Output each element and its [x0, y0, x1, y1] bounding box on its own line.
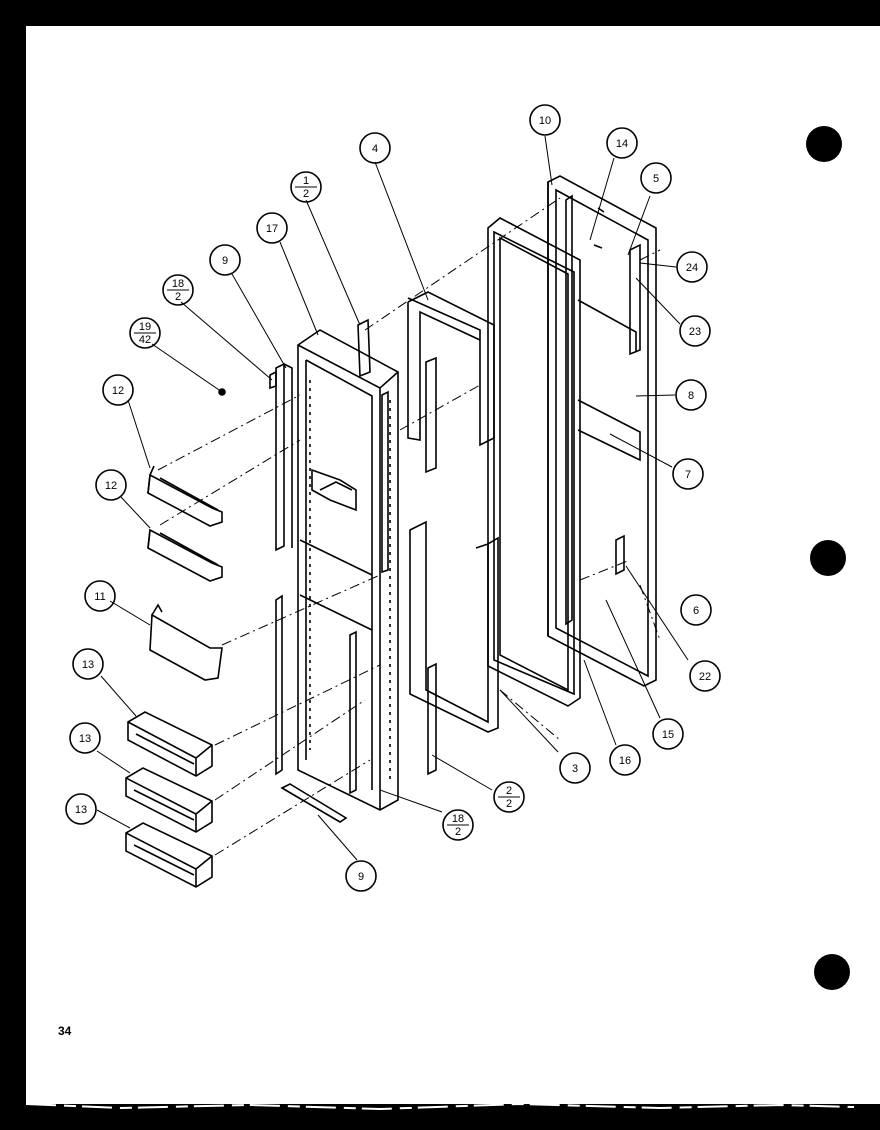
callout-15: 15	[662, 729, 674, 741]
callout-14: 14	[616, 138, 628, 150]
leader-lines	[96, 135, 689, 861]
callout-2-2-bottom: 2	[506, 798, 512, 810]
callout-13-bottom: 13	[75, 804, 87, 816]
callout-12-upper: 12	[112, 385, 124, 397]
callout-11: 11	[94, 591, 105, 603]
door-shelf-12-upper	[147, 465, 223, 527]
callout-23: 23	[689, 326, 701, 338]
trim-strip-9-lower	[275, 594, 283, 776]
hole-punch-middle	[810, 540, 846, 576]
callout-8: 8	[688, 390, 694, 402]
callout-18-2-lower-bottom: 2	[455, 826, 461, 838]
door-bin-13-top	[127, 711, 213, 777]
callout-3: 3	[572, 763, 578, 775]
door-liner-17	[297, 329, 399, 811]
hole-punch-bottom	[814, 954, 850, 990]
callout-10: 10	[539, 115, 551, 127]
strip-1-2	[357, 318, 371, 378]
callout-18-2-upper-bottom: 2	[175, 291, 181, 303]
callout-6: 6	[693, 605, 699, 617]
callout-1-2-top: 1	[303, 175, 309, 187]
callout-9-upper: 9	[222, 255, 228, 267]
callout-labels: 1 2 17 9 18 2 19 42 12 12 11 13 13 13 4 …	[75, 115, 711, 883]
callout-18-2-upper-top: 18	[172, 278, 184, 290]
scan-edge	[25, 1102, 855, 1111]
callout-4: 4	[372, 143, 378, 155]
callout-9-lower: 9	[358, 871, 364, 883]
callout-13-middle: 13	[79, 733, 91, 745]
door-bin-13-middle	[125, 767, 213, 833]
liner-rails	[349, 390, 389, 795]
door-gasket-frame-4	[407, 291, 499, 776]
door-bin-13-bottom	[125, 822, 213, 888]
trim-bar-9-bottom	[280, 783, 348, 823]
page-number: 34	[58, 1024, 72, 1038]
door-shelf-11	[149, 603, 223, 681]
callout-17: 17	[266, 223, 278, 235]
clip-18-2-top	[269, 370, 277, 390]
callout-19-42-top: 19	[139, 321, 151, 333]
callout-circles	[65, 104, 721, 892]
callout-7: 7	[685, 469, 691, 481]
hole-punch-top	[806, 126, 842, 162]
callout-5: 5	[653, 173, 659, 185]
callout-13-top: 13	[82, 659, 94, 671]
callout-18-2-lower-top: 18	[452, 813, 464, 825]
callout-16: 16	[619, 755, 631, 767]
callout-19-42-bottom: 42	[139, 334, 151, 346]
callout-12-lower: 12	[105, 480, 117, 492]
callout-22: 22	[699, 671, 711, 683]
callout-1-2-bottom: 2	[303, 188, 309, 200]
trim-strip-9-upper	[275, 362, 293, 552]
paper-page	[26, 26, 880, 1104]
callout-24: 24	[686, 262, 698, 274]
callout-2-2-top: 2	[506, 785, 512, 797]
assembly-dashed-lines	[157, 197, 661, 856]
door-shelf-12-lower	[147, 528, 223, 582]
